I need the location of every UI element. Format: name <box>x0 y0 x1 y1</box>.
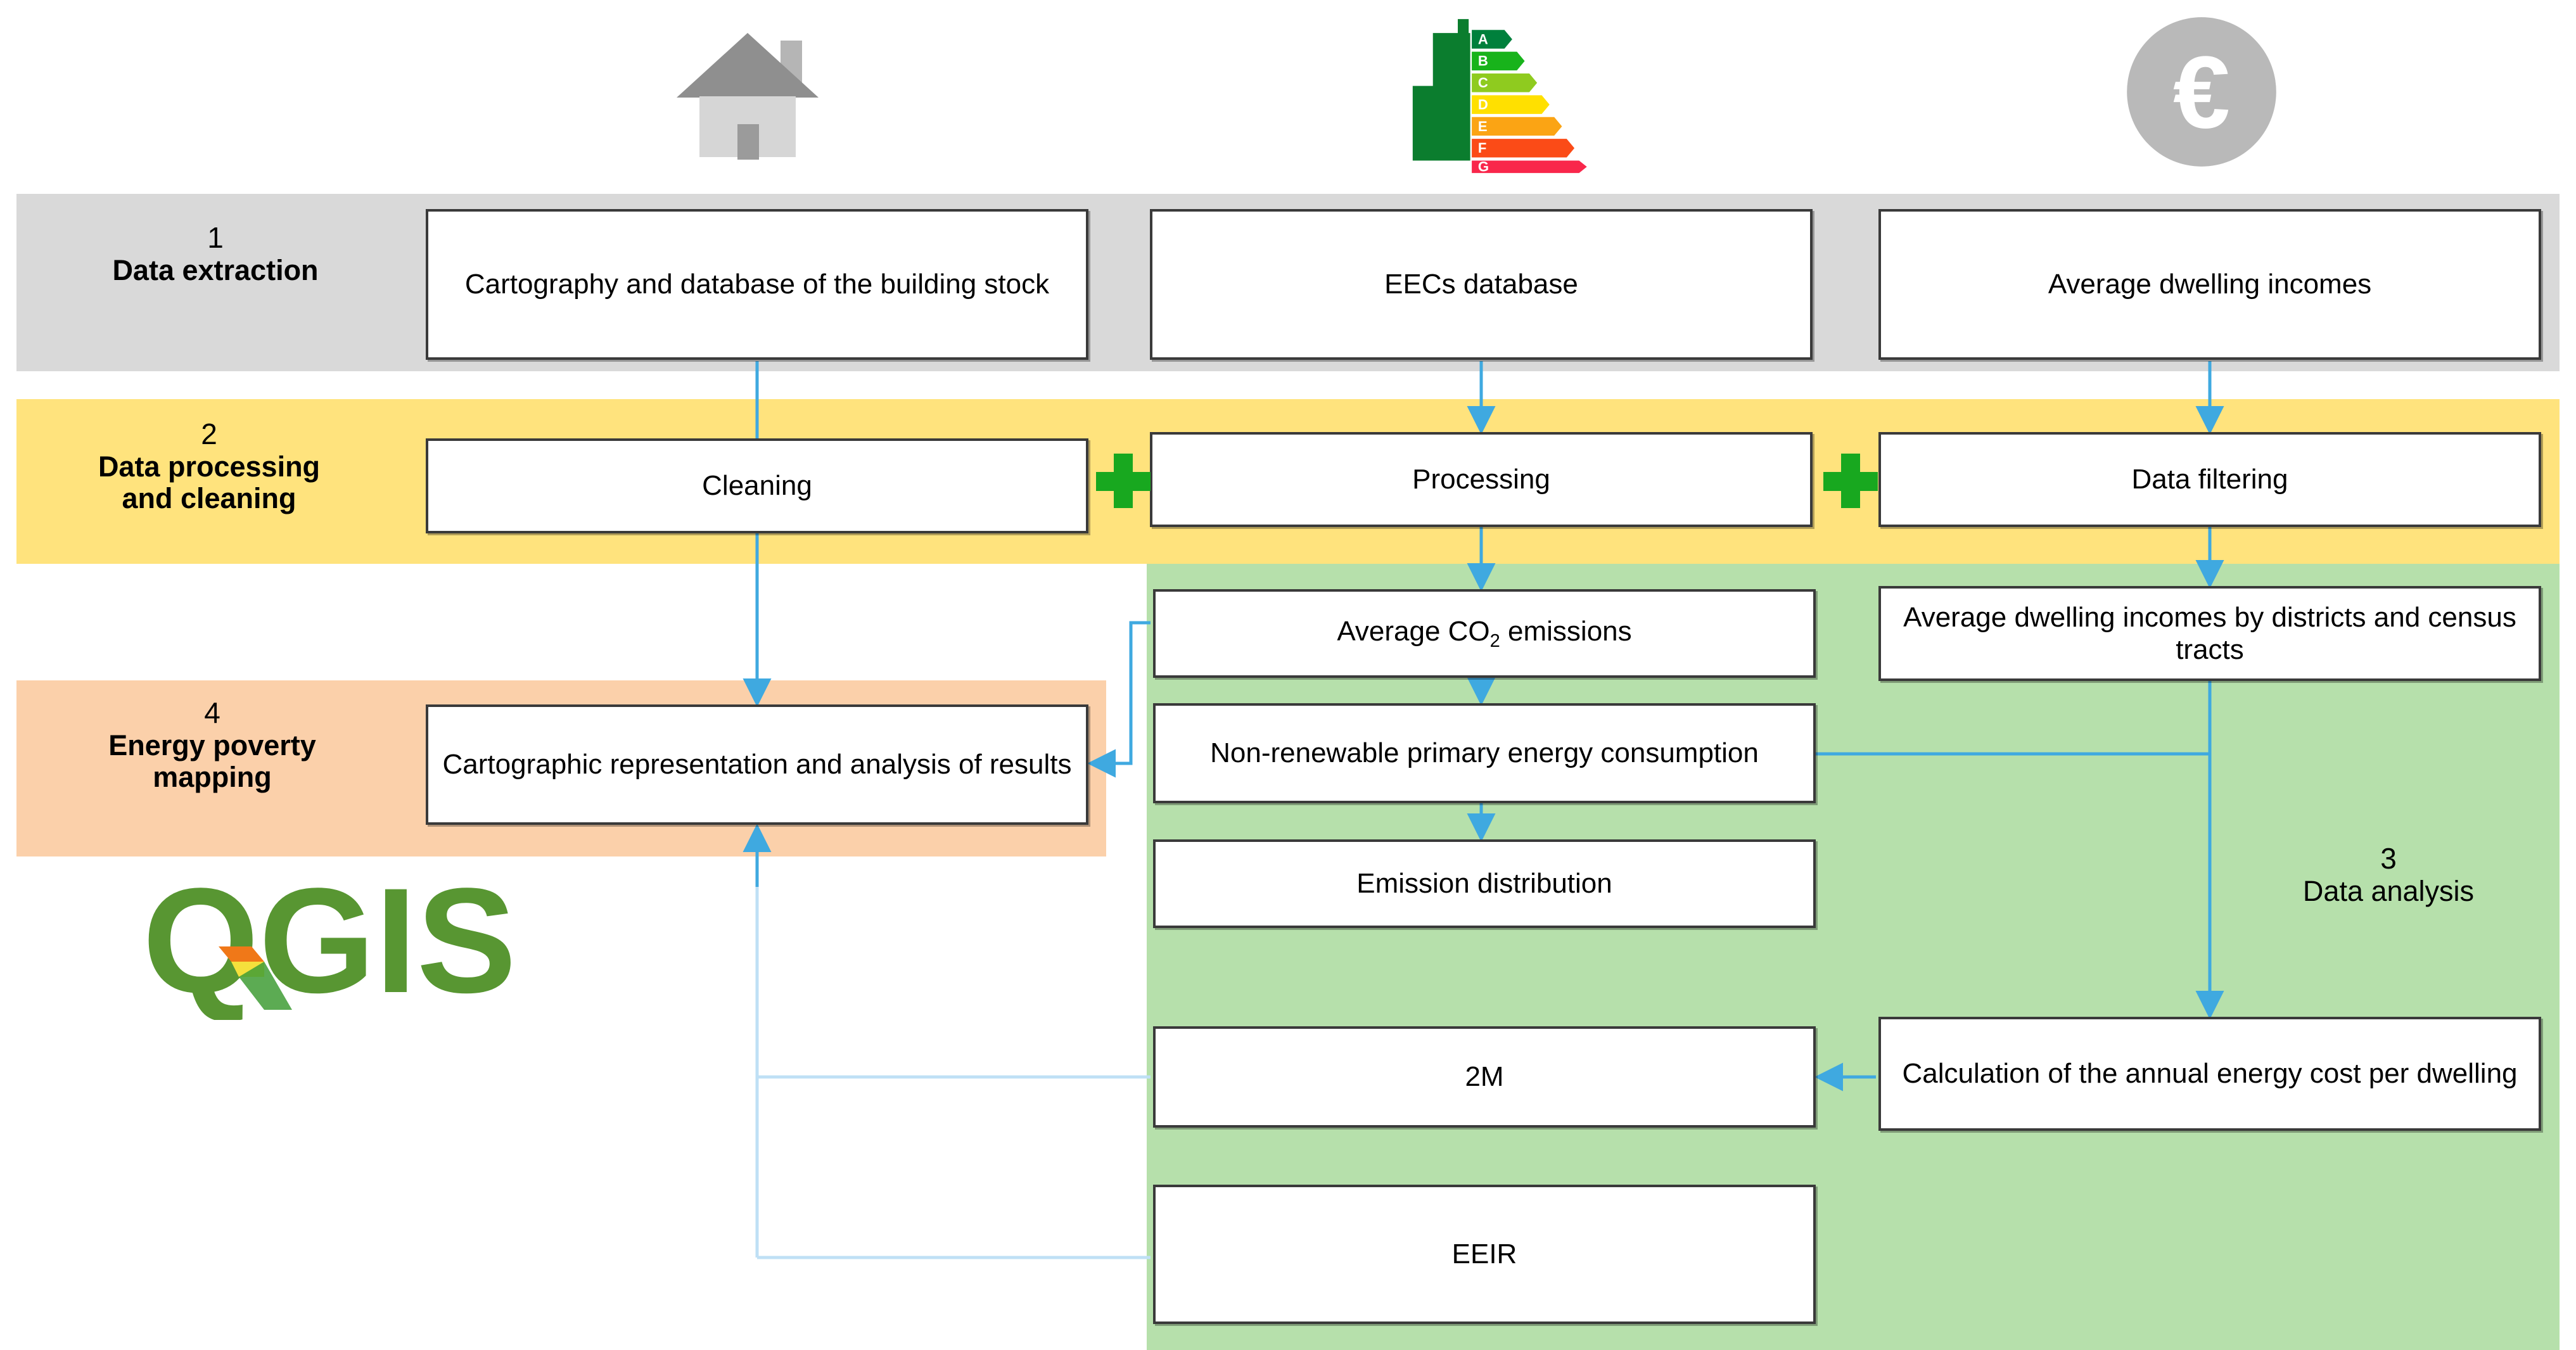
node-label: Average dwelling incomes by districts an… <box>1903 601 2516 665</box>
qgis-wordmark: QGIS <box>143 868 516 1020</box>
stage-number-1: 1 <box>207 221 224 254</box>
stage-name-2-line2: and cleaning <box>122 481 296 514</box>
plus-icon <box>1823 454 1878 508</box>
node-label: 2M <box>1465 1061 1504 1093</box>
svg-text:A: A <box>1478 31 1488 47</box>
node-label: Cleaning <box>702 470 812 502</box>
svg-text:€: € <box>2173 35 2230 150</box>
co2-subscript: 2 <box>1489 630 1500 651</box>
node-label: EECs database <box>1384 269 1578 300</box>
node-emission-distribution[interactable]: Emission distribution <box>1153 839 1816 928</box>
svg-text:F: F <box>1478 140 1487 156</box>
node-label: Average dwelling incomes <box>2048 269 2372 300</box>
co2-suffix: emissions <box>1500 615 1632 647</box>
node-cartography-building-stock[interactable]: Cartography and database of the building… <box>426 209 1088 360</box>
svg-text:C: C <box>1478 75 1488 91</box>
stage-number-2: 2 <box>201 417 217 450</box>
node-label: Calculation of the annual energy cost pe… <box>1902 1058 2518 1090</box>
qgis-logo: QGIS <box>143 868 516 1020</box>
node-incomes-by-districts-census-tracts[interactable]: Average dwelling incomes by districts an… <box>1878 586 2541 681</box>
node-eecs-database[interactable]: EECs database <box>1150 209 1813 360</box>
stage-label-data-processing: 2 Data processing and cleaning <box>13 417 405 514</box>
svg-text:E: E <box>1478 118 1488 134</box>
svg-text:B: B <box>1478 53 1488 69</box>
node-average-co2-emissions[interactable]: Average CO2 emissions <box>1153 589 1816 678</box>
node-label: Emission distribution <box>1356 868 1612 900</box>
stage-label-energy-poverty-mapping: 4 Energy poverty mapping <box>13 696 412 793</box>
stage-name-4-line1: Energy poverty <box>108 729 316 761</box>
node-label: Cartography and database of the building… <box>464 269 1050 300</box>
node-label: Average CO2 emissions <box>1337 615 1631 652</box>
svg-text:G: G <box>1478 159 1489 175</box>
stage-label-data-analysis: 3 Data analysis <box>2192 842 2576 907</box>
node-label: Data filtering <box>2131 464 2288 495</box>
stage-name-3: Data analysis <box>2302 874 2475 907</box>
node-eeir[interactable]: EEIR <box>1153 1185 1816 1324</box>
node-non-renewable-primary-energy[interactable]: Non-renewable primary energy consumption <box>1153 703 1816 803</box>
node-label: Cartographic representation and analysis… <box>442 749 1072 780</box>
node-cleaning[interactable]: Cleaning <box>426 438 1088 533</box>
node-label: Processing <box>1412 464 1550 495</box>
energy-certificate-icon: ABC DEF G <box>1389 5 1595 176</box>
euro-coin-icon: € <box>2127 17 2276 167</box>
stage-name-2-line1: Data processing <box>98 450 321 483</box>
node-data-filtering[interactable]: Data filtering <box>1878 432 2541 527</box>
co2-prefix: Average CO <box>1337 615 1490 647</box>
qgis-arrow-icon <box>219 946 292 1010</box>
stage-label-data-extraction: 1 Data extraction <box>25 221 405 286</box>
node-average-dwelling-incomes[interactable]: Average dwelling incomes <box>1878 209 2541 360</box>
house-icon <box>677 33 819 160</box>
node-label: EEIR <box>1451 1239 1517 1270</box>
node-annual-energy-cost-per-dwelling[interactable]: Calculation of the annual energy cost pe… <box>1878 1017 2541 1131</box>
stage-number-3: 3 <box>2380 842 2397 875</box>
node-2m[interactable]: 2M <box>1153 1026 1816 1128</box>
stage-number-4: 4 <box>204 696 220 729</box>
node-cartographic-representation[interactable]: Cartographic representation and analysis… <box>426 704 1088 825</box>
node-label: Non-renewable primary energy consumption <box>1210 737 1759 769</box>
stage-name-4-line2: mapping <box>153 760 272 793</box>
plus-icon <box>1096 454 1151 508</box>
stage-name-1: Data extraction <box>112 253 319 286</box>
node-processing[interactable]: Processing <box>1150 432 1813 527</box>
svg-text:D: D <box>1478 96 1488 112</box>
